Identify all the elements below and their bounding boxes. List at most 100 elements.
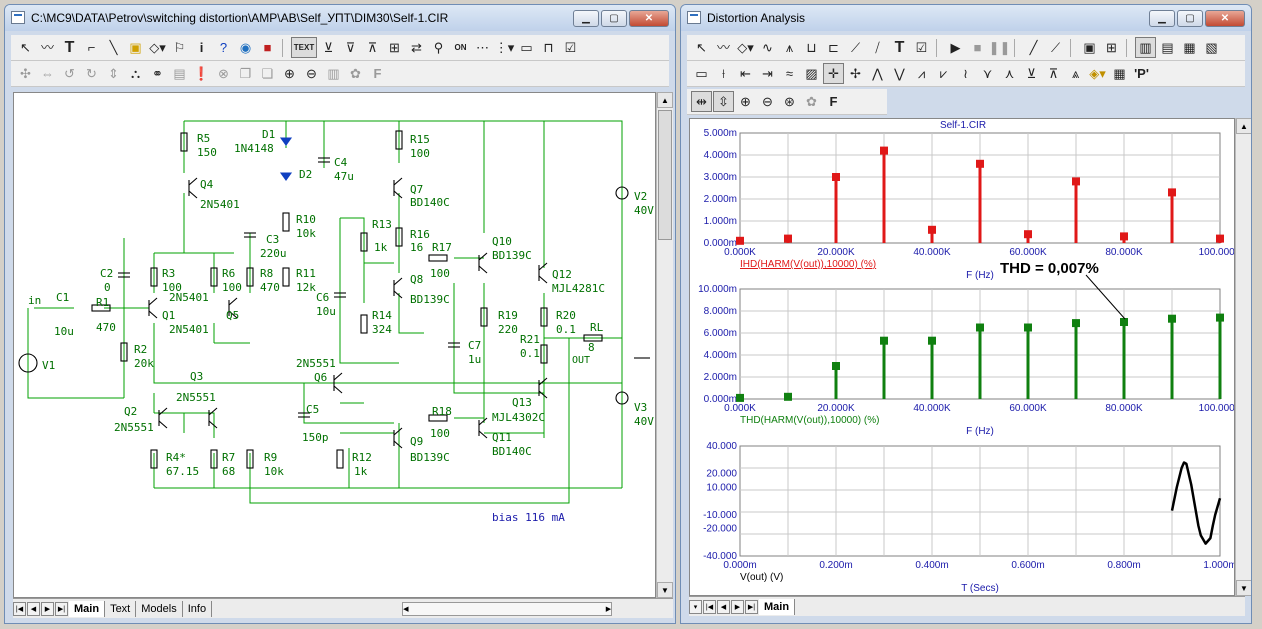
analysis-first-tab[interactable]: |◀ xyxy=(703,599,716,614)
maximize-button[interactable]: ▢ xyxy=(601,10,627,27)
analysis-text-icon[interactable]: T xyxy=(894,38,905,56)
component-ref[interactable]: R5 xyxy=(197,132,210,145)
analysis-prev-tab[interactable]: ◀ xyxy=(717,599,730,614)
component-ref[interactable]: Q3 xyxy=(190,370,203,383)
component-ref[interactable]: Q10 xyxy=(492,235,512,248)
inflection-icon[interactable]: ≀ xyxy=(963,66,968,81)
component-ref[interactable]: Q5 xyxy=(226,309,239,322)
low-icon[interactable]: ⩗ xyxy=(939,66,948,81)
component-ref[interactable]: R16 xyxy=(410,228,430,241)
analysis-fit-icon[interactable]: ⟋ xyxy=(850,40,861,55)
schematic-title-bar[interactable]: C:\MC9\DATA\Petrov\switching distortion\… xyxy=(5,5,675,31)
node-numbers-icon[interactable]: ⊻ xyxy=(323,40,334,55)
component-ref[interactable]: Q13 xyxy=(512,396,532,409)
component-ref[interactable]: C5 xyxy=(306,403,319,416)
analysis-bracket-icon[interactable]: ⊔ xyxy=(806,40,817,55)
component-ref[interactable]: R1 xyxy=(96,296,109,309)
component-ref[interactable]: R15 xyxy=(410,133,430,146)
analysis-dropdown-button[interactable]: ▾ xyxy=(689,599,702,614)
component-ref[interactable]: R4* xyxy=(166,451,186,464)
component-ref[interactable]: R7 xyxy=(222,451,235,464)
scale-x-icon[interactable]: ⇹ xyxy=(691,91,712,112)
component-ref[interactable]: R6 xyxy=(222,267,235,280)
component-ref[interactable]: R10 xyxy=(296,213,316,226)
settings-icon[interactable]: ✿ xyxy=(350,66,361,81)
component-ref[interactable]: R18 xyxy=(432,405,452,418)
component-ref[interactable]: RL xyxy=(590,321,604,334)
analysis-last-tab[interactable]: ▶| xyxy=(745,599,758,614)
component-ref[interactable]: C1 xyxy=(56,291,69,304)
distortion-analysis-window[interactable]: Distortion Analysis ▁ ▢ ✕ ↖ 〰 ◇▾ ∿ ⩚ ⊔ ⊏… xyxy=(680,4,1252,624)
valley-icon[interactable]: ⋁ xyxy=(894,66,905,81)
component-ref[interactable]: Q2 xyxy=(124,405,137,418)
analysis-step-icon[interactable]: ⊏ xyxy=(828,40,839,55)
copy-icon[interactable]: ❐ xyxy=(239,66,252,81)
analysis-properties-icon[interactable]: ☑ xyxy=(915,40,928,55)
cursor-right-icon[interactable]: ⇥ xyxy=(762,66,773,81)
analysis-wave-icon[interactable]: 〰 xyxy=(716,40,730,55)
horizontal-scrollbar[interactable]: ◀▶ xyxy=(402,601,613,616)
scroll-up-arrow[interactable]: ▲ xyxy=(657,92,673,108)
line-icon[interactable]: ╱ xyxy=(1029,40,1038,55)
text-mode-button[interactable]: TEXT xyxy=(291,37,317,58)
cursor-left-icon[interactable]: ⇤ xyxy=(740,66,751,81)
scale-y-icon[interactable]: ⇳ xyxy=(713,91,734,112)
zoom-out-icon[interactable]: ⊖ xyxy=(306,66,317,81)
component-ref[interactable]: C2 xyxy=(100,267,113,280)
paste-icon[interactable]: ❏ xyxy=(261,66,274,81)
stop-icon[interactable]: ■ xyxy=(263,40,272,55)
wave-dim-icon[interactable]: ≈ xyxy=(785,66,794,81)
select-mode-icon[interactable]: ↖ xyxy=(20,40,31,55)
component-ref[interactable]: Q11 xyxy=(492,431,512,444)
attributes-icon[interactable]: ⇄ xyxy=(411,40,422,55)
pin-connections-icon[interactable]: ⊽ xyxy=(345,40,356,55)
analysis-settings-icon[interactable]: ✿ xyxy=(806,94,817,109)
peak-right-icon[interactable]: ✢ xyxy=(850,66,861,81)
first-tab-button[interactable]: |◀ xyxy=(13,601,26,616)
flag-marker-icon[interactable]: ⚐ xyxy=(173,40,186,55)
frame-icon[interactable]: ▣ xyxy=(1083,40,1096,55)
analysis-minimize-button[interactable]: ▁ xyxy=(1149,10,1175,27)
line-points-icon[interactable]: ⟋ xyxy=(1050,40,1061,55)
cursor-icon[interactable]: ⟊ xyxy=(721,66,726,81)
analysis-maximize-button[interactable]: ▢ xyxy=(1177,10,1203,27)
component-ref[interactable]: R3 xyxy=(162,267,175,280)
pause-icon[interactable]: ❚❚ xyxy=(988,40,1011,55)
component-ref[interactable]: R9 xyxy=(264,451,277,464)
globe-icon[interactable]: ◉ xyxy=(239,40,252,55)
cancel-icon[interactable]: ⊗ xyxy=(218,66,229,81)
analysis-curve-icon[interactable]: ∿ xyxy=(762,40,773,55)
tab-models[interactable]: Models xyxy=(136,600,183,617)
zoom-fit-icon[interactable]: ⊛ xyxy=(784,94,795,109)
analysis-peak-icon[interactable]: ⩚ xyxy=(785,40,794,55)
analysis-next-tab[interactable]: ▶ xyxy=(731,599,744,614)
analysis-scroll-down[interactable]: ▼ xyxy=(1236,580,1251,596)
analysis-vertical-scrollbar[interactable]: ▲ ▼ xyxy=(1235,118,1251,596)
scroll-thumb[interactable] xyxy=(658,110,672,240)
component-ref[interactable]: R13 xyxy=(372,218,392,231)
analysis-zoom-in-icon[interactable]: ⊕ xyxy=(740,94,751,109)
analysis-select-icon[interactable]: ↖ xyxy=(696,40,707,55)
component-ref[interactable]: R20 xyxy=(556,309,576,322)
tab-text[interactable]: Text xyxy=(105,600,137,617)
grid-text-icon[interactable]: ⊼ xyxy=(367,40,378,55)
min-icon[interactable]: ⊻ xyxy=(1026,66,1037,81)
analysis-fo-icon[interactable]: ⧸ xyxy=(875,40,880,55)
top-icon[interactable]: ⊼ xyxy=(1048,66,1059,81)
cube-icon[interactable]: ◈▾ xyxy=(1089,66,1106,81)
analysis-title-bar[interactable]: Distortion Analysis ▁ ▢ ✕ xyxy=(681,5,1251,31)
component-ref[interactable]: Q9 xyxy=(410,435,423,448)
display-icon-2[interactable]: ▤ xyxy=(173,66,186,81)
info-icon[interactable]: i xyxy=(199,40,204,55)
schematic-vertical-scrollbar[interactable]: ▲ ▼ xyxy=(656,92,673,598)
display-icon[interactable]: ⊞ xyxy=(389,40,400,55)
component-ref[interactable]: R8 xyxy=(260,267,273,280)
layout-1-icon[interactable]: ▥ xyxy=(1135,37,1156,58)
minimize-button[interactable]: ▁ xyxy=(573,10,599,27)
stop-sim-icon[interactable]: ■ xyxy=(973,40,982,55)
dotted-grid-icon[interactable]: ⋮▾ xyxy=(494,40,515,55)
component-ref[interactable]: R11 xyxy=(296,267,316,280)
component-ref[interactable]: R17 xyxy=(432,241,452,254)
